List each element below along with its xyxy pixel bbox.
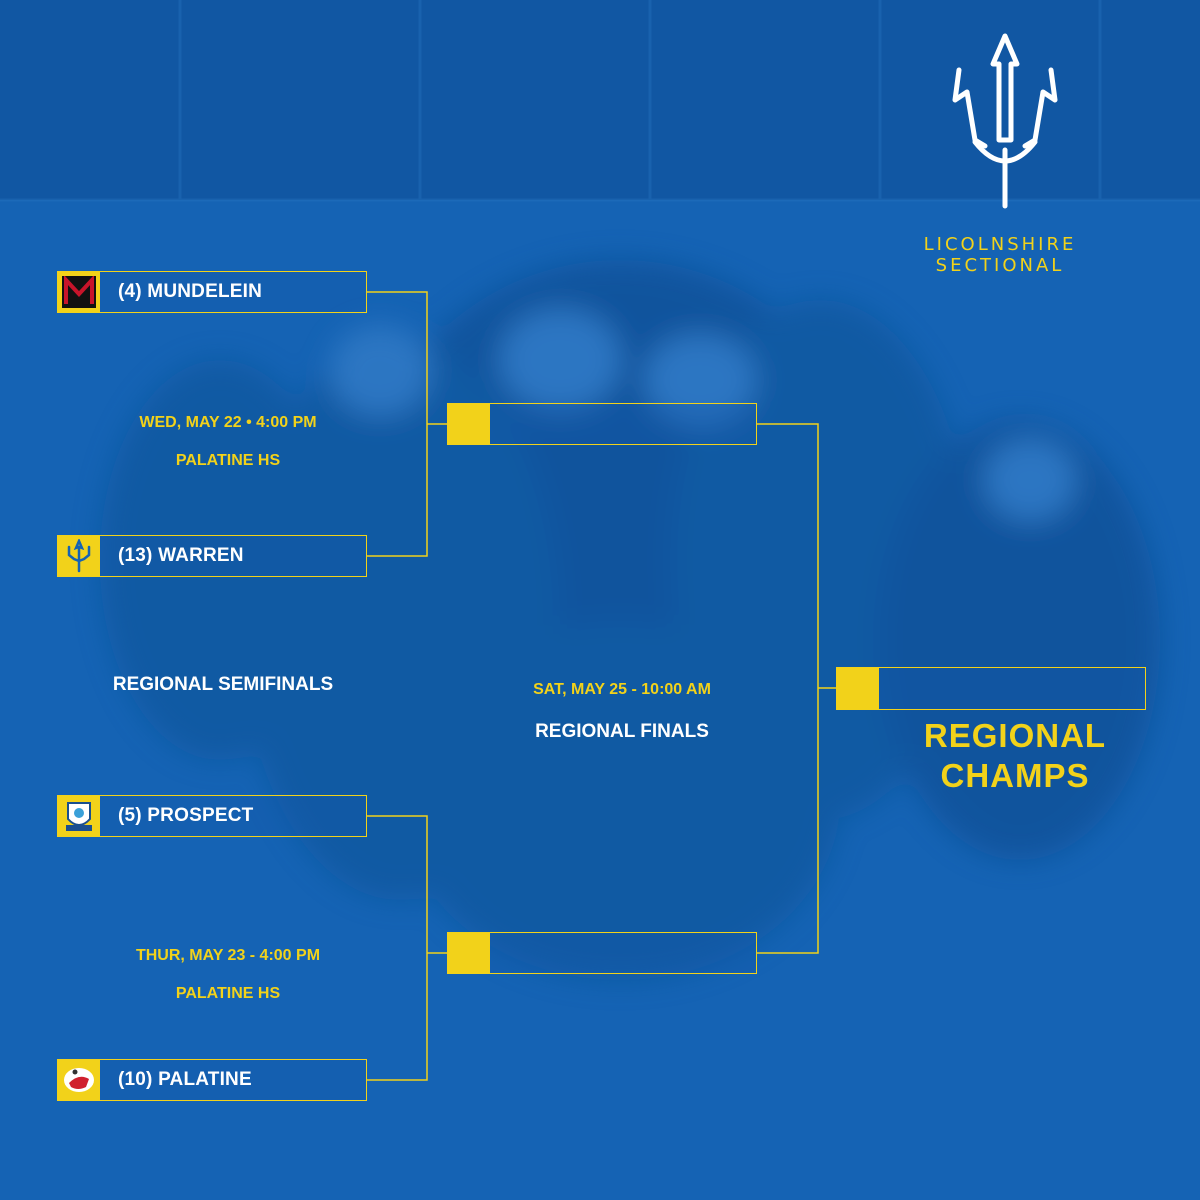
team-logo [58,796,100,836]
knight-logo-icon [66,802,92,831]
team-logo [58,536,100,576]
team-box-mundelein: (4) MUNDELEIN [57,271,367,313]
team-name: (13) WARREN [118,545,244,566]
semifinal-top-date: WED, MAY 22 • 4:00 PM [139,414,317,431]
semifinal-bottom-date: THUR, MAY 23 - 4:00 PM [135,947,321,964]
finals-date: SAT, MAY 25 - 10:00 AM [533,681,711,698]
team-logo [58,272,100,312]
slot-marker [448,404,490,444]
champion-slot [836,667,1146,710]
sectional-title-line1: LICOLNSHIRE [923,234,1077,255]
trident-icon [952,33,1058,209]
team-box-prospect: (5) PROSPECT [57,795,367,837]
team-name: (5) PROSPECT [118,805,254,826]
semifinal-top-venue: PALATINE HS [175,452,281,469]
slot-marker [448,933,490,973]
regional-champs-line2: CHAMPS [940,757,1090,794]
semifinal-bottom-venue: PALATINE HS [175,985,281,1002]
team-name: (4) MUNDELEIN [118,281,263,302]
team-name: (10) PALATINE [118,1069,252,1090]
team-logo [58,1060,100,1100]
slot-marker [837,668,879,709]
sectional-title-line2: SECTIONAL [935,255,1065,276]
finals-slot-top [447,403,757,445]
trident-logo-icon [67,539,91,573]
finals-slot-bottom [447,932,757,974]
team-box-palatine: (10) PALATINE [57,1059,367,1101]
pirate-logo-icon [64,1068,94,1092]
mustang-m-logo-icon [62,276,96,308]
regional-champs-line1: REGIONAL [923,717,1107,754]
regional-finals-label: REGIONAL FINALS [535,721,709,742]
team-box-warren: (13) WARREN [57,535,367,577]
regional-semifinals-label: REGIONAL SEMIFINALS [112,674,334,695]
